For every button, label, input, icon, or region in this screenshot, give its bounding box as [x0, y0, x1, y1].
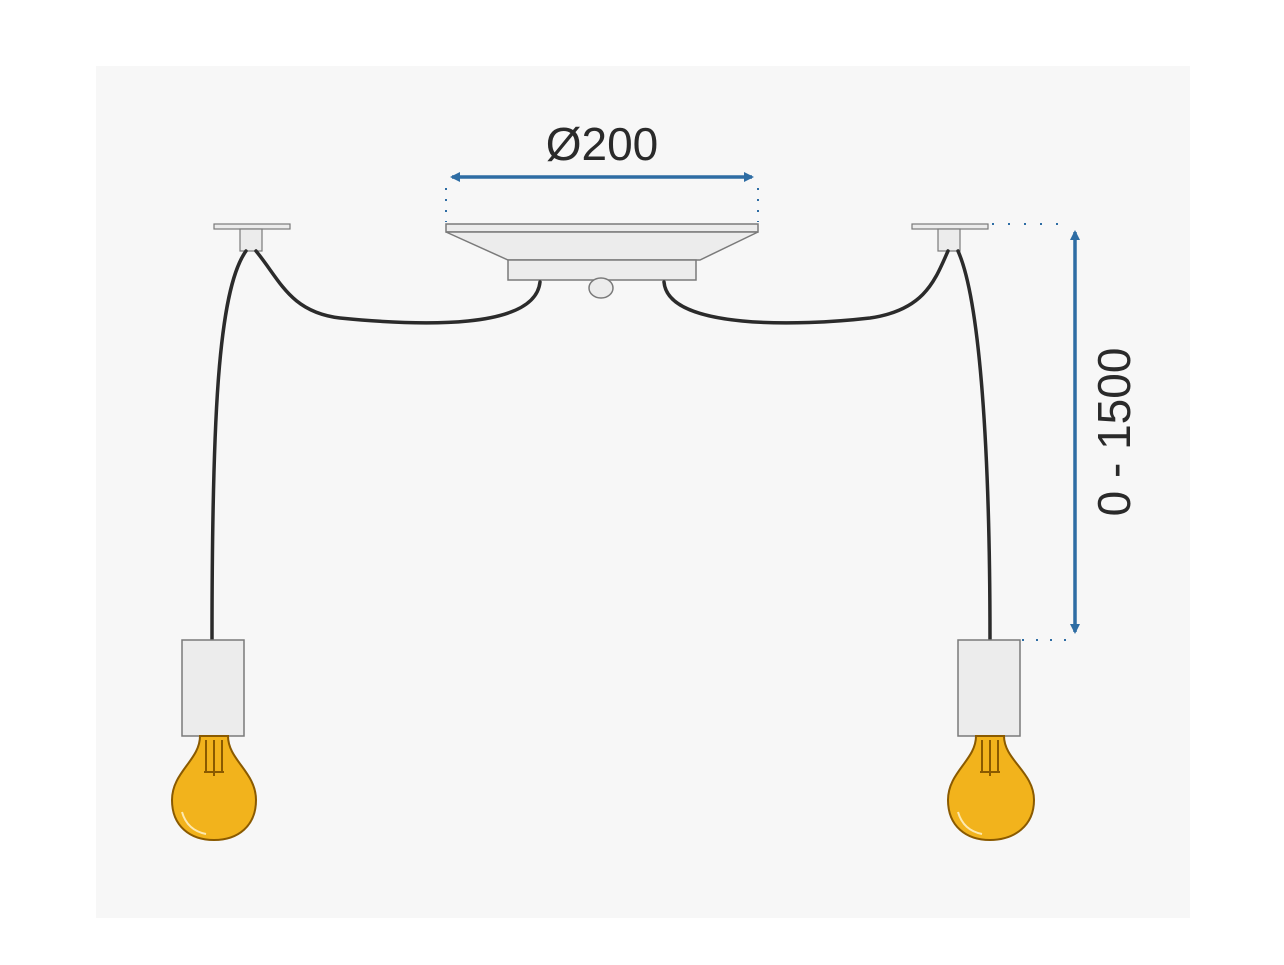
height-dimension: 0 - 1500: [992, 223, 1140, 641]
cable-hook-icon: [911, 223, 989, 252]
lamp-holder-icon: [181, 639, 245, 737]
cable: [210, 249, 992, 642]
light-bulb-icon: [946, 735, 1036, 842]
diameter-dimension: Ø200: [445, 118, 759, 222]
height-label: 0 - 1500: [1088, 348, 1140, 517]
lamp-holder-icon: [957, 639, 1021, 737]
diameter-label: Ø200: [546, 118, 659, 170]
light-bulb-icon: [170, 735, 258, 842]
cable-hook-icon: [213, 223, 291, 252]
ceiling-canopy-icon: [445, 223, 759, 299]
